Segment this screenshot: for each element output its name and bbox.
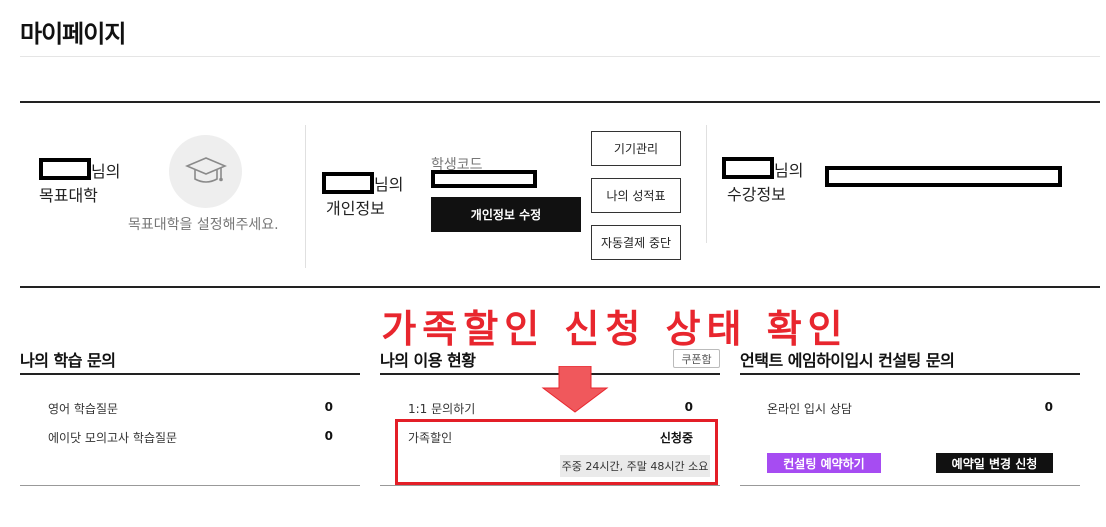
arrow-down-icon xyxy=(541,366,609,413)
graduation-cap-glyph xyxy=(184,156,227,183)
consult-row-label[interactable]: 온라인 입시 상담 xyxy=(767,402,852,416)
redacted-student-code xyxy=(431,170,537,188)
goal-suffix: 님의 xyxy=(91,162,121,181)
usage-title-line xyxy=(380,373,720,375)
change-reservation-button[interactable]: 예약일 변경 신청 xyxy=(936,453,1053,473)
course-suffix: 님의 xyxy=(774,161,804,180)
consult-bottom-line xyxy=(740,485,1080,486)
profile-label: 개인정보 xyxy=(326,199,385,218)
graduation-cap-icon[interactable] xyxy=(169,135,242,208)
stop-autopay-button[interactable]: 자동결제 중단 xyxy=(591,225,681,260)
title-divider xyxy=(20,56,1100,57)
inquiry-row-label[interactable]: 영어 학습질문 xyxy=(48,402,119,416)
redacted-name xyxy=(722,157,774,179)
usage-bottom-line xyxy=(380,485,720,486)
inquiry-title-line xyxy=(20,373,360,375)
goal-label: 목표대학 xyxy=(39,186,98,205)
annotation-text: 가족할인 신청 상태 확인 xyxy=(381,307,849,351)
device-management-button[interactable]: 기기관리 xyxy=(591,131,681,166)
student-code-label: 학생코드 xyxy=(431,157,483,173)
usage-title: 나의 이용 현황 xyxy=(380,351,476,370)
inquiry-bottom-line xyxy=(20,485,360,486)
edit-profile-button[interactable]: 개인정보 수정 xyxy=(431,197,581,232)
page-title: 마이페이지 xyxy=(20,20,126,48)
redacted-name xyxy=(322,172,374,194)
reserve-consulting-button[interactable]: 컨설팅 예약하기 xyxy=(767,453,881,473)
middle-rule xyxy=(20,286,1100,288)
panel-divider-2 xyxy=(706,125,707,243)
usage-row-label[interactable]: 1:1 문의하기 xyxy=(408,402,476,416)
redacted-name xyxy=(39,158,91,180)
family-discount-highlight xyxy=(395,419,718,485)
goal-empty-message: 목표대학을 설정해주세요. xyxy=(128,217,279,233)
consult-row-value: 0 xyxy=(1044,400,1053,414)
usage-row-value: 신청중 xyxy=(659,431,693,445)
inquiry-row-value: 0 xyxy=(324,429,333,443)
consult-title: 언택트 에임하이입시 컨설팅 문의 xyxy=(740,351,955,370)
profile-suffix: 님의 xyxy=(374,175,404,194)
panel-divider-1 xyxy=(305,125,306,268)
top-rule xyxy=(20,101,1100,103)
inquiry-row-label[interactable]: 에이닷 모의고사 학습질문 xyxy=(48,431,178,445)
inquiry-row-value: 0 xyxy=(324,400,333,414)
processing-time-note: 주중 24시간, 주말 48시간 소요 xyxy=(560,455,710,477)
redacted-course-info xyxy=(825,166,1062,187)
usage-row-label[interactable]: 가족할인 xyxy=(408,431,453,445)
coupon-box-button[interactable]: 쿠폰함 xyxy=(673,349,720,368)
usage-row-value: 0 xyxy=(684,400,693,414)
my-grades-button[interactable]: 나의 성적표 xyxy=(591,178,681,213)
consult-title-line xyxy=(740,373,1080,375)
course-label: 수강정보 xyxy=(727,185,786,204)
inquiry-title: 나의 학습 문의 xyxy=(20,351,116,370)
